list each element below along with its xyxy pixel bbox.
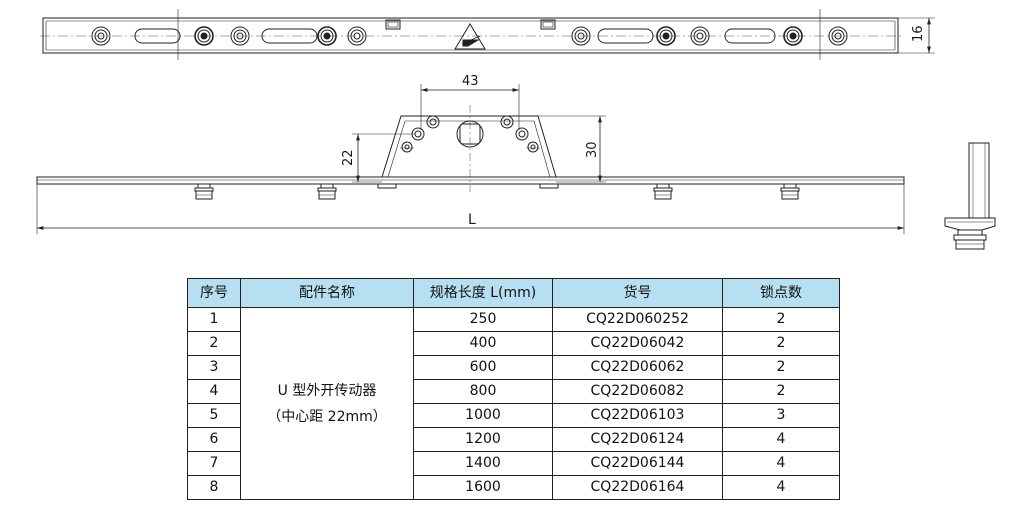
part-name-line1: U 型外开传动器: [277, 382, 377, 399]
technical-drawing: 16: [36, 9, 996, 250]
cell-lock-points: 4: [722, 427, 840, 452]
cell-length: 400: [413, 331, 553, 356]
top-view-slots: [134, 28, 776, 44]
cell-length: 800: [413, 379, 553, 404]
cell-part-name: U 型外开传动器 （中心距 22mm）: [240, 307, 414, 500]
lock-pin: [653, 183, 673, 200]
cell-code: CQ22D06164: [552, 475, 723, 500]
header-part-name: 配件名称: [240, 278, 414, 308]
table-header-row: 序号 配件名称 规格长度 L(mm) 货号 锁点数: [187, 278, 840, 308]
front-view-length-label: L: [468, 212, 476, 228]
cell-code: CQ22D06062: [552, 355, 723, 380]
top-view-bar: [42, 17, 899, 54]
cell-lock-points: 3: [722, 403, 840, 428]
cell-code: CQ22D06082: [552, 379, 723, 404]
front-view-bar: [36, 176, 905, 185]
cell-code: CQ22D06103: [552, 403, 723, 428]
cell-lock-points: 2: [722, 379, 840, 404]
part-name-line2: （中心距 22mm）: [267, 408, 387, 425]
spec-table: 序号 配件名称 规格长度 L(mm) 货号 锁点数 1 U 型外开传动器 （中心距 …: [187, 278, 840, 500]
lock-pin: [780, 183, 800, 200]
header-length: 规格长度 L(mm): [413, 278, 553, 308]
lock-pin: [317, 183, 337, 200]
cell-no: 1: [187, 307, 241, 332]
cell-no: 6: [187, 427, 241, 452]
cell-lock-points: 4: [722, 475, 840, 500]
cell-no: 7: [187, 451, 241, 476]
cell-code: CQ22D060252: [552, 307, 723, 332]
header-no: 序号: [187, 278, 241, 308]
front-view-right-height-label: 30: [585, 141, 600, 158]
front-view-left-height-label: 22: [341, 149, 356, 166]
front-view-width-label: 43: [462, 74, 479, 89]
header-lock-points: 锁点数: [722, 278, 840, 308]
top-view-center-mark-icon: [454, 23, 486, 50]
lock-pin: [194, 183, 214, 200]
cell-code: CQ22D06124: [552, 427, 723, 452]
cell-lock-points: 4: [722, 451, 840, 476]
cell-no: 3: [187, 355, 241, 380]
gear-housing: [381, 115, 557, 178]
top-view-height-label: 16: [911, 25, 926, 42]
cell-length: 1600: [413, 475, 553, 500]
cell-code: CQ22D06042: [552, 331, 723, 356]
cell-length: 250: [413, 307, 553, 332]
top-view-holes: [91, 26, 848, 46]
side-view: [944, 142, 996, 250]
cell-lock-points: 2: [722, 307, 840, 332]
cell-lock-points: 2: [722, 331, 840, 356]
lock-pins: [194, 183, 800, 200]
cell-no: 8: [187, 475, 241, 500]
front-view: [36, 84, 905, 234]
cell-code: CQ22D06144: [552, 451, 723, 476]
top-view-windows: [385, 19, 556, 30]
top-view: [40, 9, 935, 60]
cell-no: 5: [187, 403, 241, 428]
header-code: 货号: [552, 278, 723, 308]
cell-length: 600: [413, 355, 553, 380]
cell-no: 4: [187, 379, 241, 404]
cell-length: 1200: [413, 427, 553, 452]
cell-length: 1400: [413, 451, 553, 476]
cell-lock-points: 2: [722, 355, 840, 380]
cell-no: 2: [187, 331, 241, 356]
cell-length: 1000: [413, 403, 553, 428]
